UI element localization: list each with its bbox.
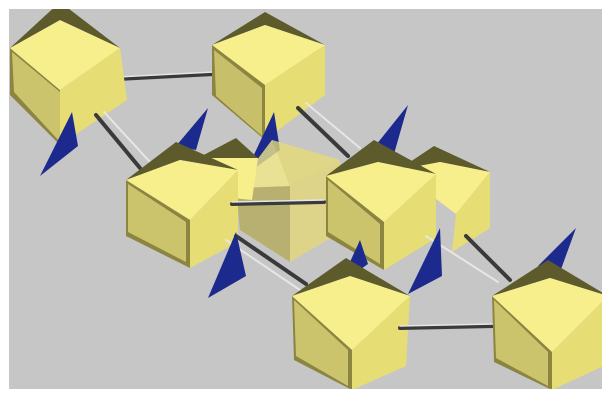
tetrahedron-1 [40,112,78,176]
bond-bottom-horizontal [398,323,496,330]
bond-back-top [116,71,216,81]
bond-diag-2 [296,102,361,158]
octahedron-mid-right [326,140,436,270]
bond-diag-1 [94,111,151,170]
octahedron-top-left [10,2,127,145]
tetrahedron-4 [372,105,408,154]
tetrahedron-2 [176,108,208,150]
bond-mid-horizontal [230,199,326,206]
octahedron-bottom-center [292,258,410,390]
octahedron-bottom-right [492,260,608,390]
tetrahedron-5 [208,232,246,298]
octahedron-top-center [212,12,325,140]
octahedron-mid-left [126,142,238,268]
tetrahedron-7 [408,228,442,294]
